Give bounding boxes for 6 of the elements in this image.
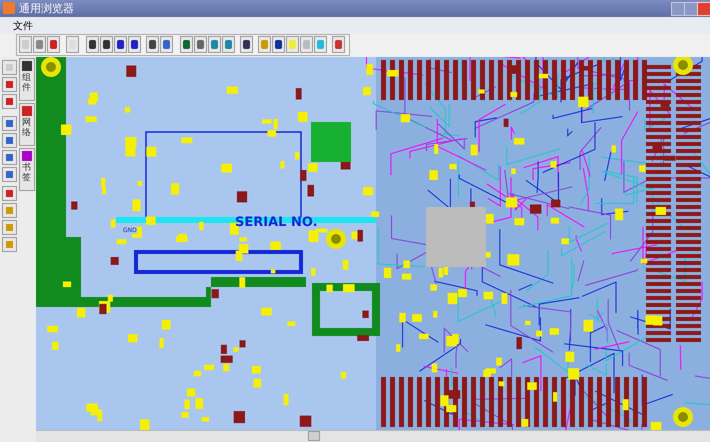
side-tab: 网络 [19,103,35,146]
window-title: 通用浏览器 [19,1,74,16]
side-tab: 书签 [19,148,35,191]
menu-item: 文件 [13,20,33,33]
side-tab: 组件 [19,58,35,101]
silkscreen-text: SERIAL NO. [235,215,318,230]
